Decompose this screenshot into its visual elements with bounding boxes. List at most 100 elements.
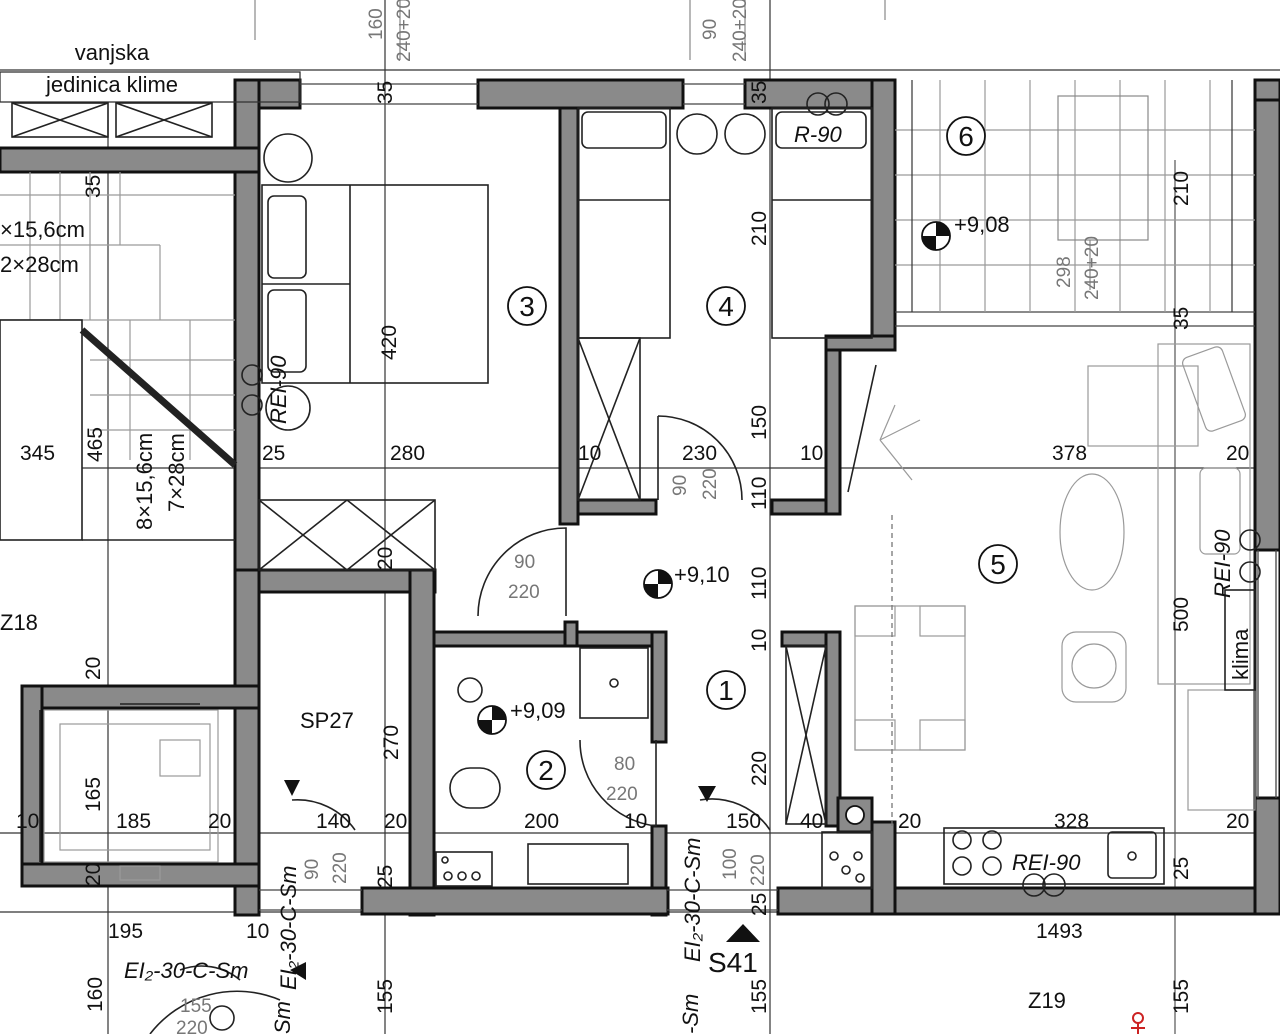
dim-140: 140 xyxy=(316,810,351,833)
wall-sp27-top xyxy=(233,568,437,594)
wall-bath-top-stub xyxy=(563,620,579,648)
staircase xyxy=(0,172,238,541)
wall-room4-step xyxy=(824,334,897,352)
dim-door-90-a: 90 xyxy=(670,475,691,496)
dim-230: 230 xyxy=(682,442,717,465)
walls xyxy=(0,78,1280,917)
dim-150-b: 150 xyxy=(726,810,761,833)
dim-110-b: 110 xyxy=(748,567,771,600)
dim-270: 270 xyxy=(380,725,403,760)
dim-door-220-a: 220 xyxy=(700,468,721,500)
dim-328: 328 xyxy=(1054,810,1089,833)
dim-378: 378 xyxy=(1052,442,1087,465)
dim-10-a: 10 xyxy=(578,442,601,465)
dim-20-d: 20 xyxy=(208,810,231,833)
dim-420: 420 xyxy=(378,325,401,360)
room-2-number: 2 xyxy=(538,755,554,786)
dim-298: 298 xyxy=(1054,256,1075,288)
sm-label-a: Sm xyxy=(270,1001,295,1034)
wall-stair-top xyxy=(0,146,261,174)
dimension-labels: 160 240+20 90 240+20 35 35 35 35 210 210… xyxy=(16,0,1249,1034)
dim-10-d: 10 xyxy=(16,810,39,833)
room-6-number: 6 xyxy=(958,121,974,152)
room-3-circle xyxy=(507,286,547,326)
dim-10-e: 10 xyxy=(624,810,647,833)
dim-195: 195 xyxy=(108,920,143,943)
level-text-2: +9,09 xyxy=(510,698,566,723)
wall-balcony-left xyxy=(870,78,897,352)
dim-door-155: 155 xyxy=(180,996,212,1017)
stair-note-1: ×15,6cm xyxy=(0,217,85,242)
dim-90: 90 xyxy=(700,19,721,40)
wall-right-top xyxy=(1253,78,1280,102)
rei90-label-c: REI-90 xyxy=(1210,529,1235,598)
dim-20-c: 20 xyxy=(82,657,105,680)
wall-partition-3-4 xyxy=(558,106,580,526)
ac-indoor-unit xyxy=(1224,589,1256,691)
dim-door-90-c: 90 xyxy=(302,859,323,880)
hallway-1 xyxy=(785,645,874,889)
fire-door-symbols xyxy=(209,92,1261,1031)
dim-185: 185 xyxy=(116,810,151,833)
dim-160: 160 xyxy=(366,8,387,40)
stair-note-2: 2×28cm xyxy=(0,252,79,277)
bedroom-3-furniture xyxy=(258,133,489,571)
dim-20-a: 20 xyxy=(1226,442,1249,465)
dim-door-220-b: 220 xyxy=(508,582,540,603)
wall-sp27-right xyxy=(408,568,436,917)
stair-note-4: 7×28cm xyxy=(164,433,189,512)
dim-240-20-a: 240+20 xyxy=(394,0,415,62)
bedroom-4-furniture xyxy=(577,107,873,501)
bathroom-2-fixtures xyxy=(435,647,649,887)
ac-unit-label-2: jedinica klime xyxy=(45,72,178,97)
sp27-label: SP27 xyxy=(300,708,354,733)
living-room-5-furniture xyxy=(847,343,1256,885)
level-text-1: +9,10 xyxy=(674,562,730,587)
r90-label: R-90 xyxy=(794,122,842,147)
room-4-number: 4 xyxy=(718,291,734,322)
room-2-circle xyxy=(526,750,566,790)
room-1-circle xyxy=(706,670,746,710)
dim-155-a: 155 xyxy=(374,979,397,1014)
rei90-label-a: REI-90 xyxy=(266,355,291,424)
dim-10-c: 10 xyxy=(748,629,771,652)
dim-door-220-d: 220 xyxy=(330,852,351,884)
dim-160-b: 160 xyxy=(84,977,107,1012)
room-5-circle xyxy=(978,544,1018,584)
dim-110-a: 110 xyxy=(748,477,771,510)
room-3-number: 3 xyxy=(519,291,535,322)
dim-door-220-e: 220 xyxy=(748,854,769,886)
wall-right-outer xyxy=(1253,78,1280,552)
ei2-label-c: EI₂-30-C-Sm xyxy=(124,958,249,983)
dim-25-d: 25 xyxy=(1170,857,1193,880)
dim-210-a: 210 xyxy=(748,211,771,246)
balcony-6-tiles xyxy=(895,80,1255,312)
dim-240-20-b: 240+20 xyxy=(730,0,751,62)
dim-35-d: 35 xyxy=(1170,307,1193,330)
dim-10-f: 10 xyxy=(246,920,269,943)
dim-500: 500 xyxy=(1170,597,1193,632)
doors xyxy=(149,415,771,1034)
level-text-3: +9,08 xyxy=(954,212,1010,237)
dim-155-c: 155 xyxy=(1170,979,1193,1014)
wall-room4-bottom-right xyxy=(770,498,834,516)
sm-label-b: -Sm xyxy=(678,994,703,1034)
wall-bottom-mid xyxy=(360,886,670,916)
ac-unit-label-1: vanjska xyxy=(75,40,150,65)
wall-room4-right xyxy=(824,334,842,516)
dim-210-b: 210 xyxy=(1170,171,1193,206)
dim-door-90-b: 90 xyxy=(514,552,535,573)
dim-1493: 1493 xyxy=(1036,920,1083,943)
level-marker-2 xyxy=(477,705,507,735)
z19-label: Z19 xyxy=(1028,988,1066,1013)
room-4-circle xyxy=(706,286,746,326)
room-6-circle xyxy=(946,116,986,156)
room-1-number: 1 xyxy=(718,675,734,706)
ei2-label-b: EI₂-30-C-Sm xyxy=(680,837,705,962)
dim-155-b: 155 xyxy=(748,979,771,1014)
wall-sp27-left xyxy=(233,568,261,917)
dim-10-b: 10 xyxy=(800,442,823,465)
level-marker-1 xyxy=(643,569,673,599)
red-marker-icon xyxy=(1131,1012,1145,1034)
